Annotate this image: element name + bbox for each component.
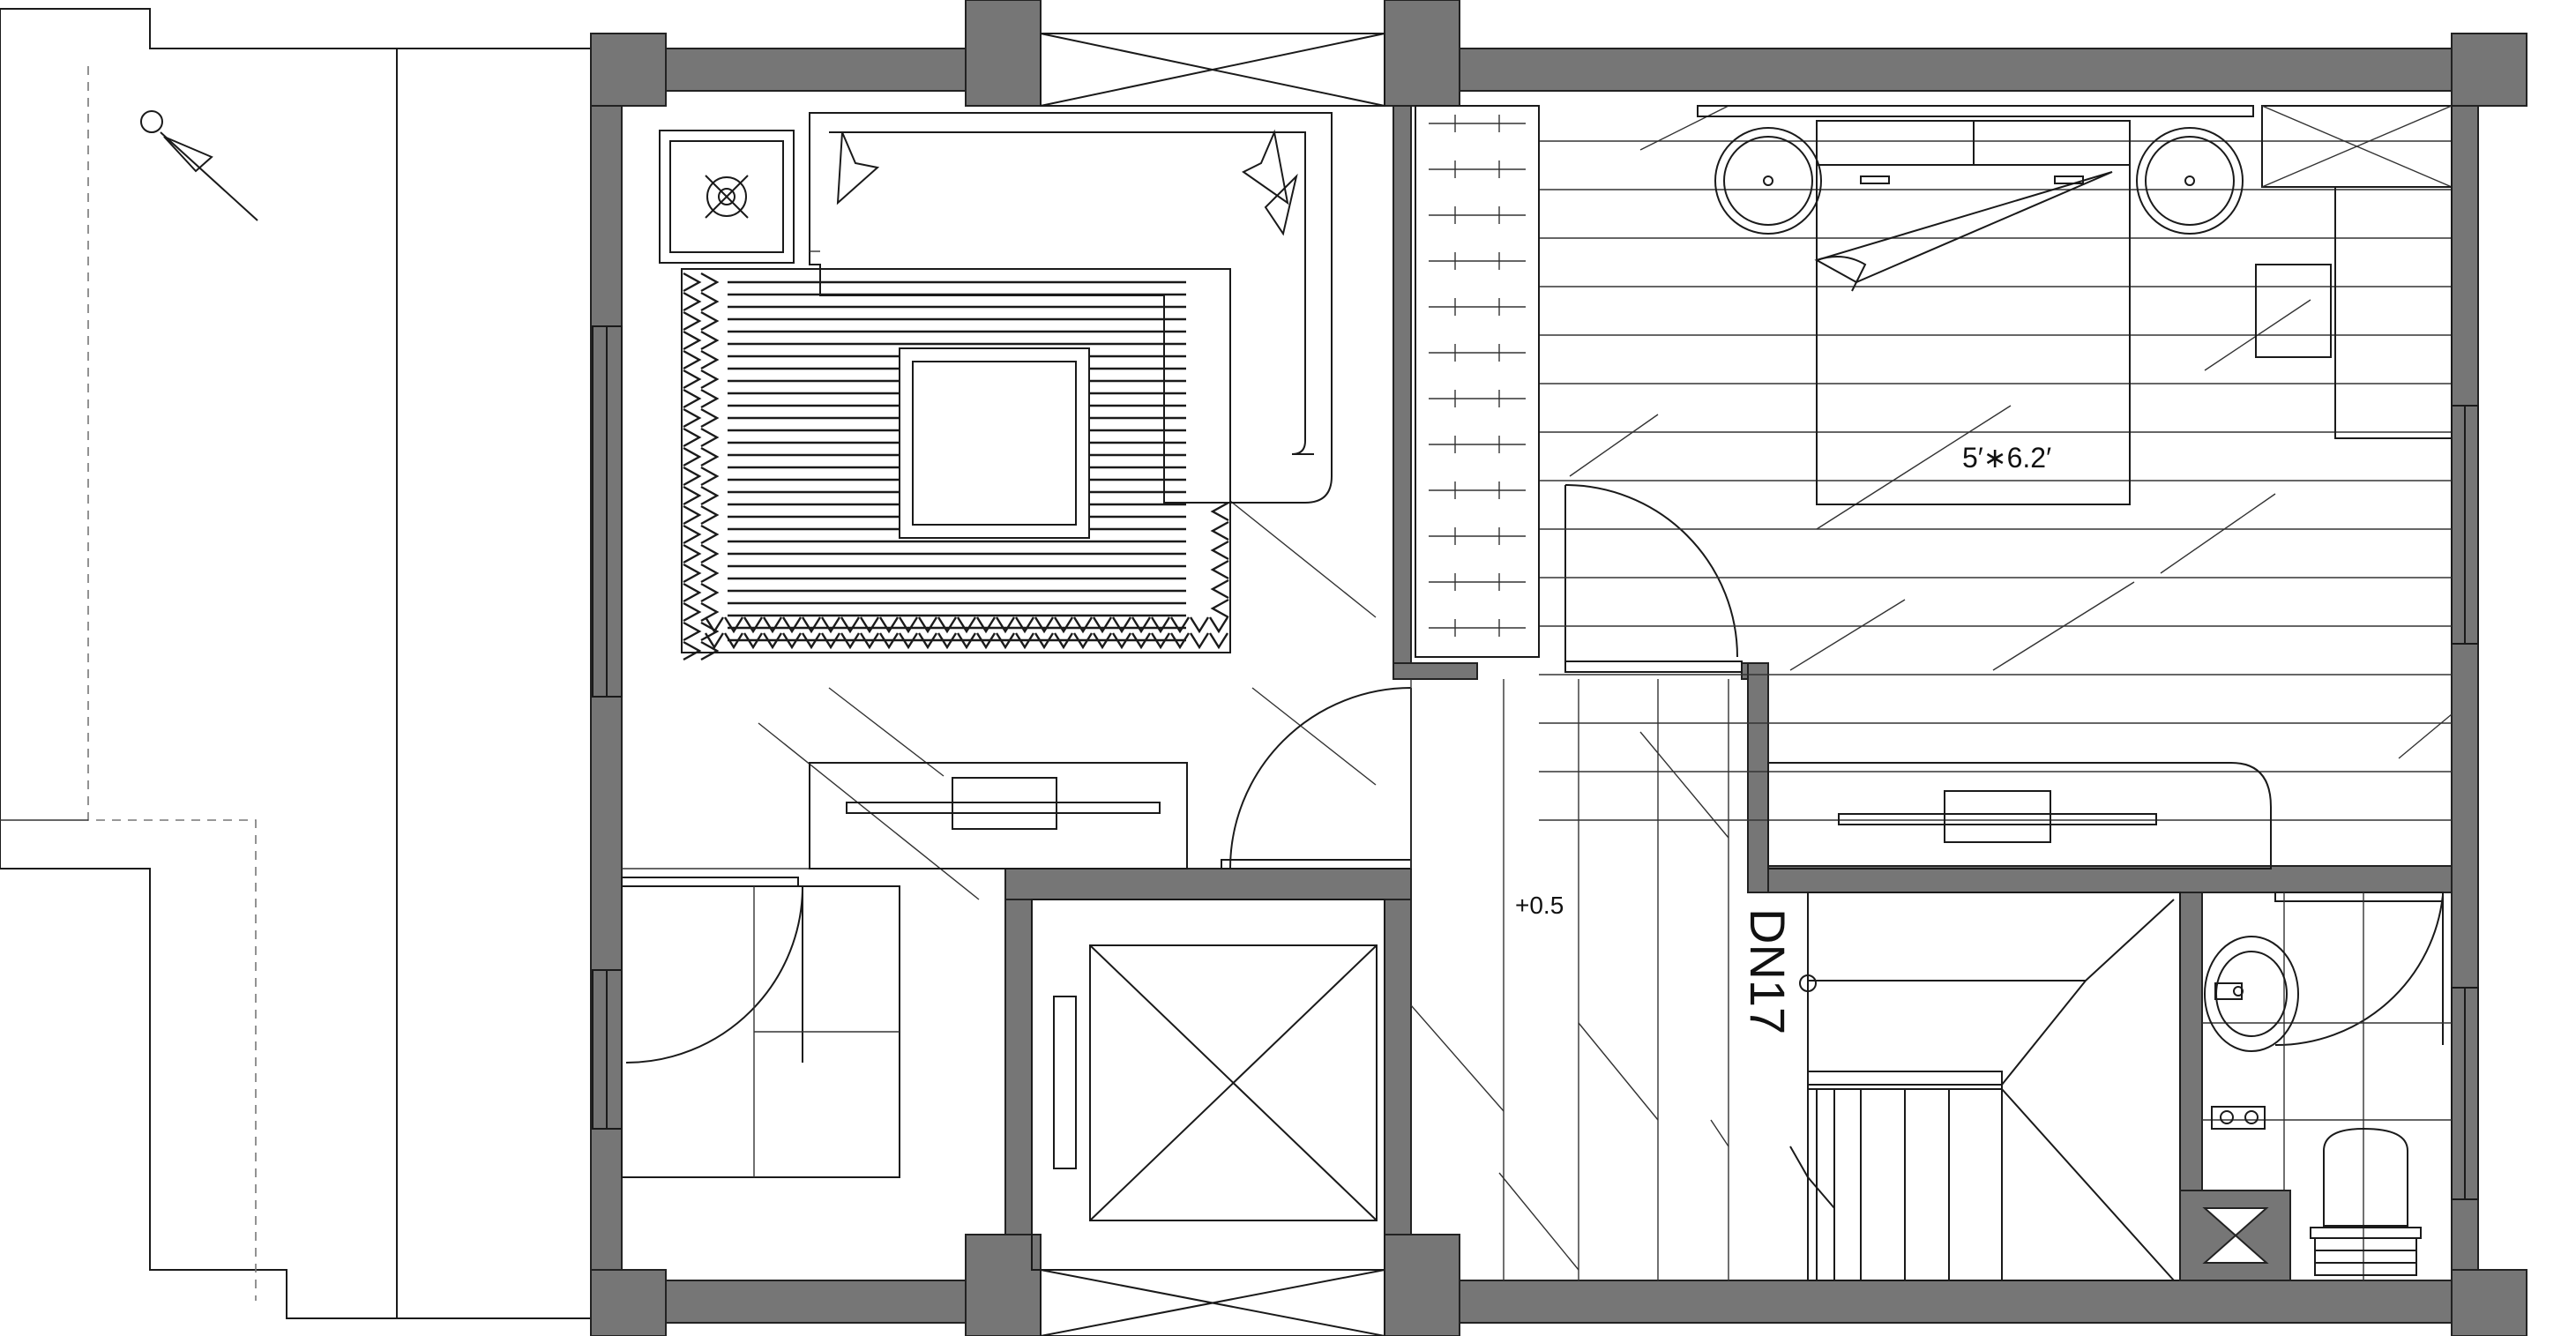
coffee-table [899,347,1090,539]
storage-room [621,885,900,1178]
bed [1697,105,2254,505]
sink-icon [2204,936,2299,1130]
floor-lamp-icon [659,130,795,264]
toilet-icon [2310,1127,2422,1276]
walls [590,0,2527,1336]
hatched-rug [681,268,1231,661]
bedroom [1539,105,2453,821]
bathroom [2202,892,2452,1280]
terrace [0,8,592,1319]
windows [592,33,2479,1336]
stair [1789,892,2181,1281]
bedroom-tv-cabinet [1767,762,2272,870]
north-arrow-icon [140,110,258,221]
tv-cabinet [809,762,1188,870]
hallway [1410,679,1729,1280]
elevator [1004,899,1385,1271]
sofa [809,112,1333,504]
desk [2255,105,2453,439]
wardrobe [1415,105,1540,658]
floor-level-label: +0.5 [1515,892,1564,919]
nightstand-lamp-icon [1714,127,2244,235]
stair-label: DN17 [1740,908,1796,1034]
bed-size-label: 5′∗6.2′ [1962,442,2051,474]
floor-drain-icon [2179,1190,2291,1281]
